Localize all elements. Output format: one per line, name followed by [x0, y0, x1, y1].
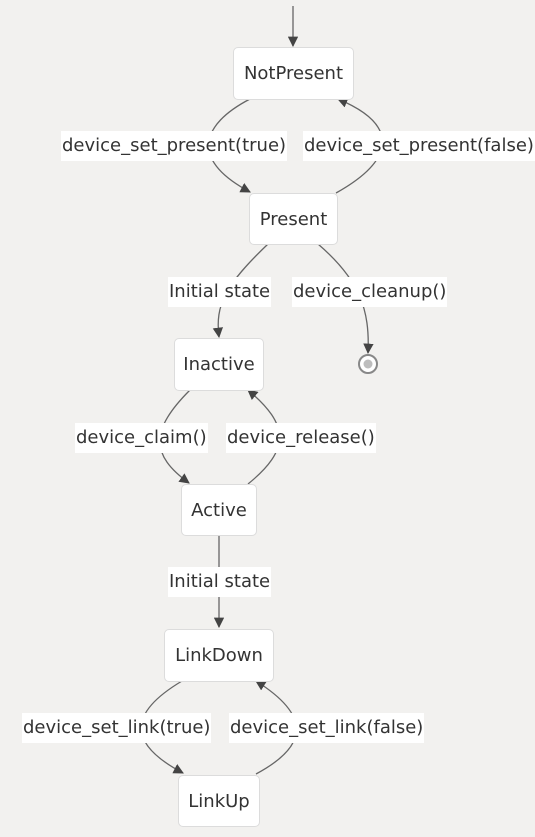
label-set-link-true: device_set_link(true) — [22, 713, 212, 743]
label-release: device_release() — [226, 423, 376, 453]
state-link-down: LinkDown — [164, 629, 274, 682]
label-set-present-false: device_set_present(false) — [303, 131, 535, 161]
state-label: LinkUp — [188, 790, 250, 812]
state-label: LinkDown — [175, 645, 263, 666]
state-label: Active — [191, 499, 247, 521]
state-link-up: LinkUp — [178, 775, 260, 827]
state-label: NotPresent — [243, 63, 344, 84]
label-present-initial: Initial state — [168, 277, 272, 307]
label-active-initial: Initial state — [168, 567, 272, 597]
label-cleanup: device_cleanup() — [292, 277, 448, 307]
label-claim: device_claim() — [75, 423, 208, 453]
label-set-present-true: device_set_present(true) — [61, 131, 288, 161]
state-present: Present — [249, 193, 338, 245]
state-inactive: Inactive — [174, 338, 264, 391]
end-state-icon — [358, 354, 378, 374]
state-active: Active — [181, 484, 257, 536]
state-label: Inactive — [183, 354, 255, 375]
state-not-present: NotPresent — [233, 47, 354, 100]
state-label: Present — [259, 208, 328, 230]
label-set-link-false: device_set_link(false) — [229, 713, 425, 743]
